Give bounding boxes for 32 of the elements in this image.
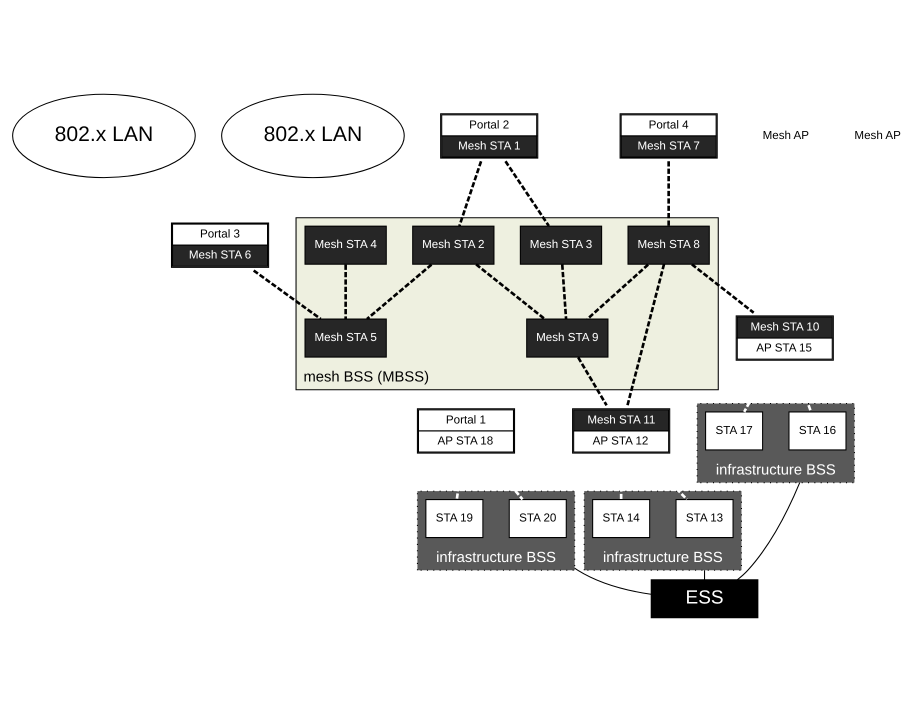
node-box: Mesh STA 3 bbox=[520, 225, 602, 264]
node-box: Mesh STA 2 bbox=[412, 225, 494, 264]
node-box: STA 16 bbox=[788, 410, 847, 450]
node-box: STA 17 bbox=[705, 410, 764, 450]
node-box: STA 19 bbox=[425, 498, 484, 538]
connector bbox=[691, 262, 754, 314]
node-box: STA 20 bbox=[508, 498, 567, 538]
node-box: STA 14 bbox=[592, 498, 650, 538]
connector bbox=[736, 482, 800, 580]
connector bbox=[344, 264, 347, 318]
connector bbox=[667, 160, 670, 226]
node-box: ESS bbox=[650, 578, 758, 618]
node-box: Mesh STA 9 bbox=[526, 318, 608, 358]
connector bbox=[574, 567, 652, 594]
connector bbox=[252, 268, 322, 320]
connector bbox=[560, 264, 568, 319]
connector bbox=[504, 160, 550, 226]
node-box: STA 13 bbox=[676, 498, 734, 538]
connector bbox=[626, 263, 666, 406]
node-box: Mesh STA 5 bbox=[304, 318, 387, 358]
label: Mesh AP bbox=[762, 128, 810, 142]
connector bbox=[586, 263, 650, 320]
connector bbox=[475, 262, 546, 320]
node-box: Mesh STA 4 bbox=[304, 225, 387, 264]
node-box: Mesh STA 8 bbox=[627, 225, 710, 264]
node-ellipse: 802.x LAN bbox=[221, 93, 405, 178]
node-ellipse: 802.x LAN bbox=[12, 93, 196, 178]
connector bbox=[366, 263, 432, 320]
label: Mesh AP bbox=[854, 128, 901, 142]
connector bbox=[458, 160, 482, 226]
connector bbox=[577, 356, 608, 406]
connector bbox=[704, 570, 706, 580]
